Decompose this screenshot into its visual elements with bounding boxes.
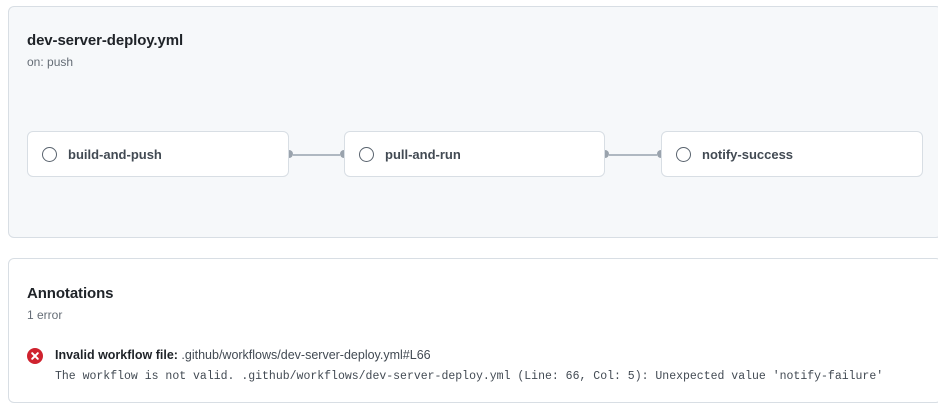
annotations-header: Annotations 1 error <box>27 284 113 324</box>
annotation-item: Invalid workflow file: .github/workflows… <box>27 346 927 386</box>
connector-dot-out-1 <box>285 150 293 158</box>
annotation-title-prefix: Invalid workflow file: <box>55 348 178 362</box>
annotations-count-label: 1 error <box>27 308 63 322</box>
job-node-pull-and-run[interactable]: pull-and-run <box>344 131 605 177</box>
job-node-build-and-push[interactable]: build-and-push <box>27 131 289 177</box>
workflow-trigger-label: on: push <box>27 55 74 69</box>
job-node-label: build-and-push <box>68 146 162 162</box>
circle-outline-icon <box>42 146 57 162</box>
annotation-file-path[interactable]: .github/workflows/dev-server-deploy.yml#… <box>177 348 431 362</box>
connector-line-2 <box>609 153 657 156</box>
annotations-title: Annotations <box>27 285 114 302</box>
error-x-circle-icon <box>27 348 43 364</box>
annotations-card: Annotations 1 error Invalid workflow fil… <box>8 258 938 403</box>
annotation-title-line: Invalid workflow file: .github/workflows… <box>55 346 883 365</box>
workflow-graph-canvas: build-and-push pull-and-run notify-succe… <box>9 117 938 197</box>
job-node-label: notify-success <box>702 146 794 162</box>
connector-line-1 <box>293 153 340 156</box>
workflow-header: dev-server-deploy.yml on: push <box>27 31 183 71</box>
annotation-detail-message: The workflow is not valid. .github/workf… <box>55 370 884 383</box>
workflow-file-title: dev-server-deploy.yml <box>27 32 184 49</box>
workflow-graph-card: dev-server-deploy.yml on: push build-and… <box>8 6 938 238</box>
circle-outline-icon <box>676 146 691 162</box>
circle-outline-icon <box>359 146 374 162</box>
annotation-text-block: Invalid workflow file: .github/workflows… <box>55 346 883 386</box>
job-node-notify-success[interactable]: notify-success <box>661 131 923 177</box>
connector-dot-out-2 <box>601 150 609 158</box>
job-node-label: pull-and-run <box>385 146 461 162</box>
